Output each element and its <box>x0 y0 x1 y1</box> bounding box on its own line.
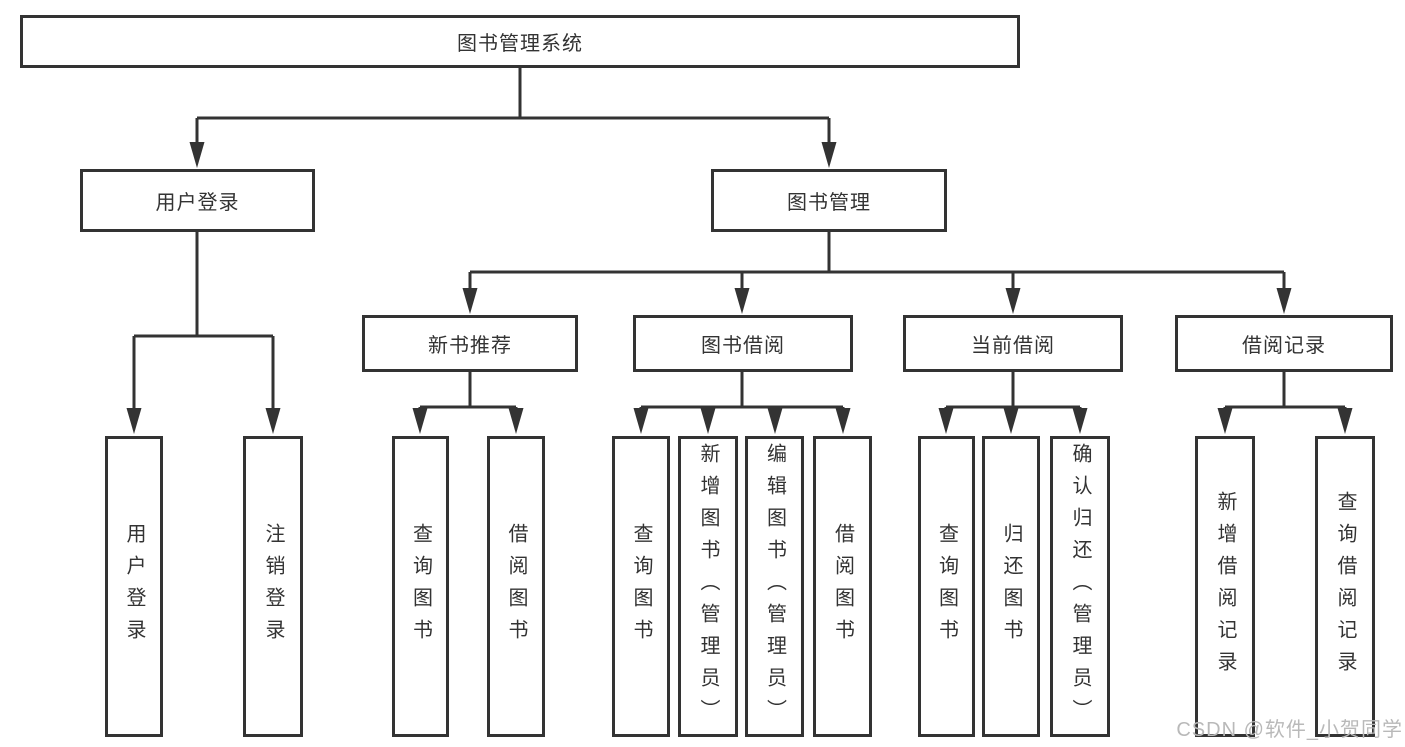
leaf-query-books: 查询图书 <box>612 436 670 737</box>
leaf-label: 归还图书 <box>1000 522 1022 651</box>
leaf-label: 确认归还（管理员） <box>1069 442 1091 731</box>
leaf-confirm-return-admin: 确认归还（管理员） <box>1050 436 1110 737</box>
leaf-query-borrow-record: 查询借阅记录 <box>1315 436 1375 737</box>
node-book-borrowing: 图书借阅 <box>633 315 853 372</box>
leaf-label: 用户登录 <box>123 522 145 651</box>
leaf-add-books-admin: 新增图书（管理员） <box>678 436 738 737</box>
node-current-borrowing: 当前借阅 <box>903 315 1123 372</box>
leaf-label: 查询图书 <box>409 522 432 651</box>
node-label: 图书管理 <box>787 192 871 214</box>
leaf-label: 查询图书 <box>935 522 958 651</box>
node-user-login-branch: 用户登录 <box>80 169 315 232</box>
node-label: 当前借阅 <box>971 335 1055 357</box>
leaf-label: 新增图书（管理员） <box>697 442 719 731</box>
leaf-label: 借阅图书 <box>505 522 527 651</box>
node-root-label: 图书管理系统 <box>457 33 583 55</box>
leaf-add-borrow-record: 新增借阅记录 <box>1195 436 1255 737</box>
leaf-label: 查询图书 <box>630 522 652 651</box>
node-root-system: 图书管理系统 <box>20 15 1020 68</box>
node-label: 新书推荐 <box>428 335 512 357</box>
leaf-borrow-books: 借阅图书 <box>487 436 545 737</box>
leaf-query-books: 查询图书 <box>392 436 449 737</box>
node-new-book-recommend: 新书推荐 <box>362 315 578 372</box>
leaf-return-books: 归还图书 <box>982 436 1040 737</box>
leaf-logout: 注销登录 <box>243 436 303 737</box>
leaf-edit-books-admin: 编辑图书（管理员） <box>745 436 804 737</box>
leaf-label: 借阅图书 <box>831 522 854 651</box>
csdn-watermark: CSDN @软件_小贺同学 <box>1176 719 1403 741</box>
leaf-label: 注销登录 <box>262 522 284 651</box>
node-label: 用户登录 <box>155 192 240 214</box>
node-book-management-branch: 图书管理 <box>711 169 947 232</box>
node-label: 图书借阅 <box>701 335 785 357</box>
leaf-user-login: 用户登录 <box>105 436 163 737</box>
leaf-query-books: 查询图书 <box>918 436 975 737</box>
node-label: 借阅记录 <box>1242 335 1326 357</box>
leaf-borrow-books: 借阅图书 <box>813 436 872 737</box>
leaf-label: 查询借阅记录 <box>1334 490 1356 683</box>
leaf-label: 编辑图书（管理员） <box>763 442 786 731</box>
node-borrow-records: 借阅记录 <box>1175 315 1393 372</box>
leaf-label: 新增借阅记录 <box>1214 490 1236 683</box>
